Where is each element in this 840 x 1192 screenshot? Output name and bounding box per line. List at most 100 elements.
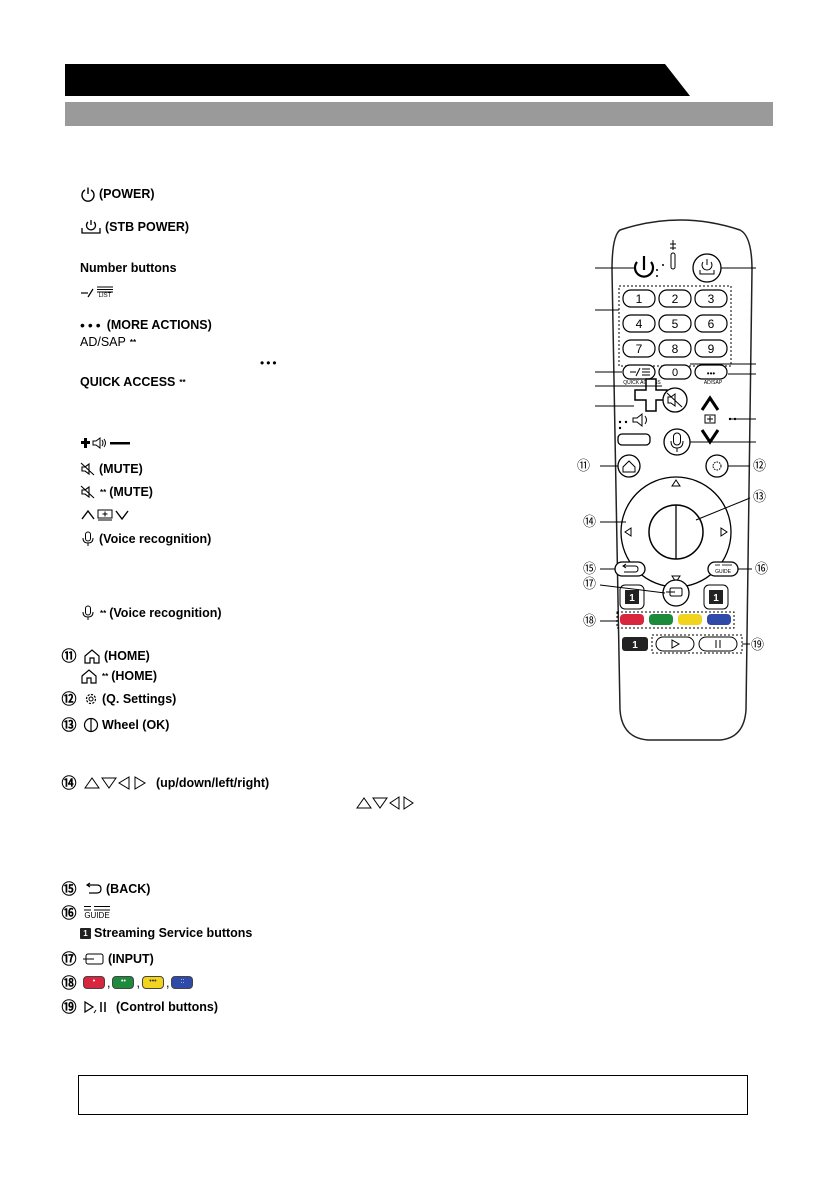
remote-number-key — [622, 314, 656, 333]
item-number: ⑰ — [61, 950, 77, 968]
legend-qsettings: ⑫ (Q. Settings) — [58, 688, 176, 709]
stream-tiny-label: 1 — [632, 640, 638, 651]
channel-icon — [80, 508, 132, 522]
more-dots-icon: ••• — [80, 317, 104, 333]
legend-back: ⑮ (BACK) — [58, 878, 150, 899]
back-icon — [83, 882, 103, 896]
remote-stb-power-button — [692, 253, 722, 283]
callout-19: ⑲ — [751, 637, 764, 652]
remote-number-key — [622, 289, 656, 308]
item-number: ⑪ — [61, 647, 77, 665]
remote-list-button — [622, 364, 656, 380]
item-number: ⑫ — [61, 690, 77, 708]
callout-13: ⑬ — [753, 489, 766, 504]
power-icon — [80, 186, 96, 202]
gear-icon — [83, 691, 99, 707]
list-icon — [630, 367, 650, 377]
item-number: ⑮ — [61, 880, 77, 898]
remote-number-key-label: 8 — [672, 342, 679, 356]
legend-home-star: ** (HOME) — [80, 668, 157, 684]
home-icon — [83, 648, 101, 664]
item-number: ⑭ — [61, 774, 77, 792]
remote-play-button — [655, 636, 695, 652]
legend-ad-sap: AD/SAP ** — [80, 335, 137, 349]
guide-glyph-text: GUIDE — [84, 911, 110, 920]
remote-number-key-label: 1 — [636, 292, 643, 306]
legend-voice: (Voice recognition) — [80, 531, 211, 547]
legend-channel — [80, 508, 132, 522]
legend-more-actions: ••• (MORE ACTIONS) — [80, 317, 212, 333]
remote-more-actions-button — [694, 364, 728, 380]
legend-quick-access: QUICK ACCESS ** — [80, 375, 186, 389]
mute-icon — [80, 485, 96, 499]
item-number: ⑯ — [61, 904, 77, 922]
remote-home-button — [617, 454, 641, 478]
remote-settings-button — [705, 454, 729, 478]
remote-number-key-label: 9 — [708, 342, 715, 356]
legend-color-buttons: ⑱ •, ••, •••, :: — [58, 972, 194, 993]
remote-number-key-label: 7 — [636, 342, 643, 356]
legend-list: LIST — [80, 286, 114, 299]
streaming-service-icon: 1 — [80, 927, 91, 939]
legend-input: ⑰ (INPUT) — [58, 948, 153, 969]
microphone-icon — [80, 605, 96, 621]
volume-icon — [80, 436, 132, 450]
input-icon — [83, 952, 105, 966]
callout-15: ⑮ — [583, 561, 596, 576]
remote-back-button — [614, 561, 646, 577]
legend-streaming: 1 Streaming Service buttons — [80, 926, 252, 940]
legend-voice-star: ** (Voice recognition) — [80, 605, 222, 621]
legend-mute-star: ** (MUTE) — [80, 485, 153, 499]
adsap-tiny-label: AD/SAP — [704, 380, 723, 386]
mute-icon — [80, 462, 96, 476]
callout-16: ⑯ — [755, 561, 768, 576]
dash-list-icon: LIST — [80, 286, 114, 299]
remote-green-button — [649, 614, 673, 625]
legend-power: (POWER) — [80, 186, 155, 202]
remote-number-key — [694, 314, 728, 333]
dots-glyph-icon: ••• — [260, 356, 279, 370]
remote-number-key — [622, 339, 656, 358]
callout-14: ⑭ — [583, 514, 596, 529]
legend-home: ⑪ (HOME) — [58, 645, 149, 666]
remote-channel-up — [700, 395, 720, 411]
remote-volume-minus — [617, 433, 651, 446]
section-title-bar — [65, 64, 690, 96]
remote-number-key-label: 5 — [672, 317, 679, 331]
blue-button-icon: :: — [171, 976, 194, 989]
legend-arrows: ⑭ (up/down/left/right) — [58, 772, 269, 793]
list-glyph-text: LIST — [98, 293, 112, 299]
guide-icon: GUIDE — [83, 905, 111, 920]
arrows-icon — [83, 775, 153, 790]
callout-11: ⑪ — [577, 458, 590, 473]
callout-17: ⑰ — [583, 576, 596, 591]
home-icon — [80, 668, 98, 684]
remote-power-button — [633, 261, 655, 278]
remote-number-key-label: 4 — [636, 317, 643, 331]
remote-number-key — [658, 289, 692, 308]
guide-tiny-label: GUIDE — [715, 569, 732, 575]
stb-power-icon — [80, 219, 102, 235]
remote-blue-button — [707, 614, 731, 625]
item-number: ⑱ — [61, 974, 77, 992]
remote-streaming-button-3 — [622, 637, 648, 651]
remote-number-key-label: 3 — [708, 292, 715, 306]
quick-access-tiny-label: QUICK ACCESS — [623, 380, 661, 386]
microphone-icon — [80, 531, 96, 547]
legend-control: ⑲ (Control buttons) — [58, 996, 218, 1017]
remote-input-button — [662, 579, 690, 607]
legend-wheel: ⑬ Wheel (OK) — [58, 714, 169, 735]
remote-red-button — [620, 614, 644, 625]
remote-zero-button — [658, 364, 692, 380]
callout-12: ⑫ — [753, 458, 766, 473]
wheel-icon — [83, 717, 99, 733]
remote-number-key — [658, 314, 692, 333]
yellow-button-icon: ••• — [141, 976, 164, 989]
stream-tiny-label: 1 — [629, 593, 635, 604]
remote-number-key — [694, 339, 728, 358]
remote-yellow-button — [678, 614, 702, 625]
remote-zero-button-label: 0 — [672, 367, 678, 379]
remote-number-key-label: 6 — [708, 317, 715, 331]
remote-number-key — [658, 339, 692, 358]
